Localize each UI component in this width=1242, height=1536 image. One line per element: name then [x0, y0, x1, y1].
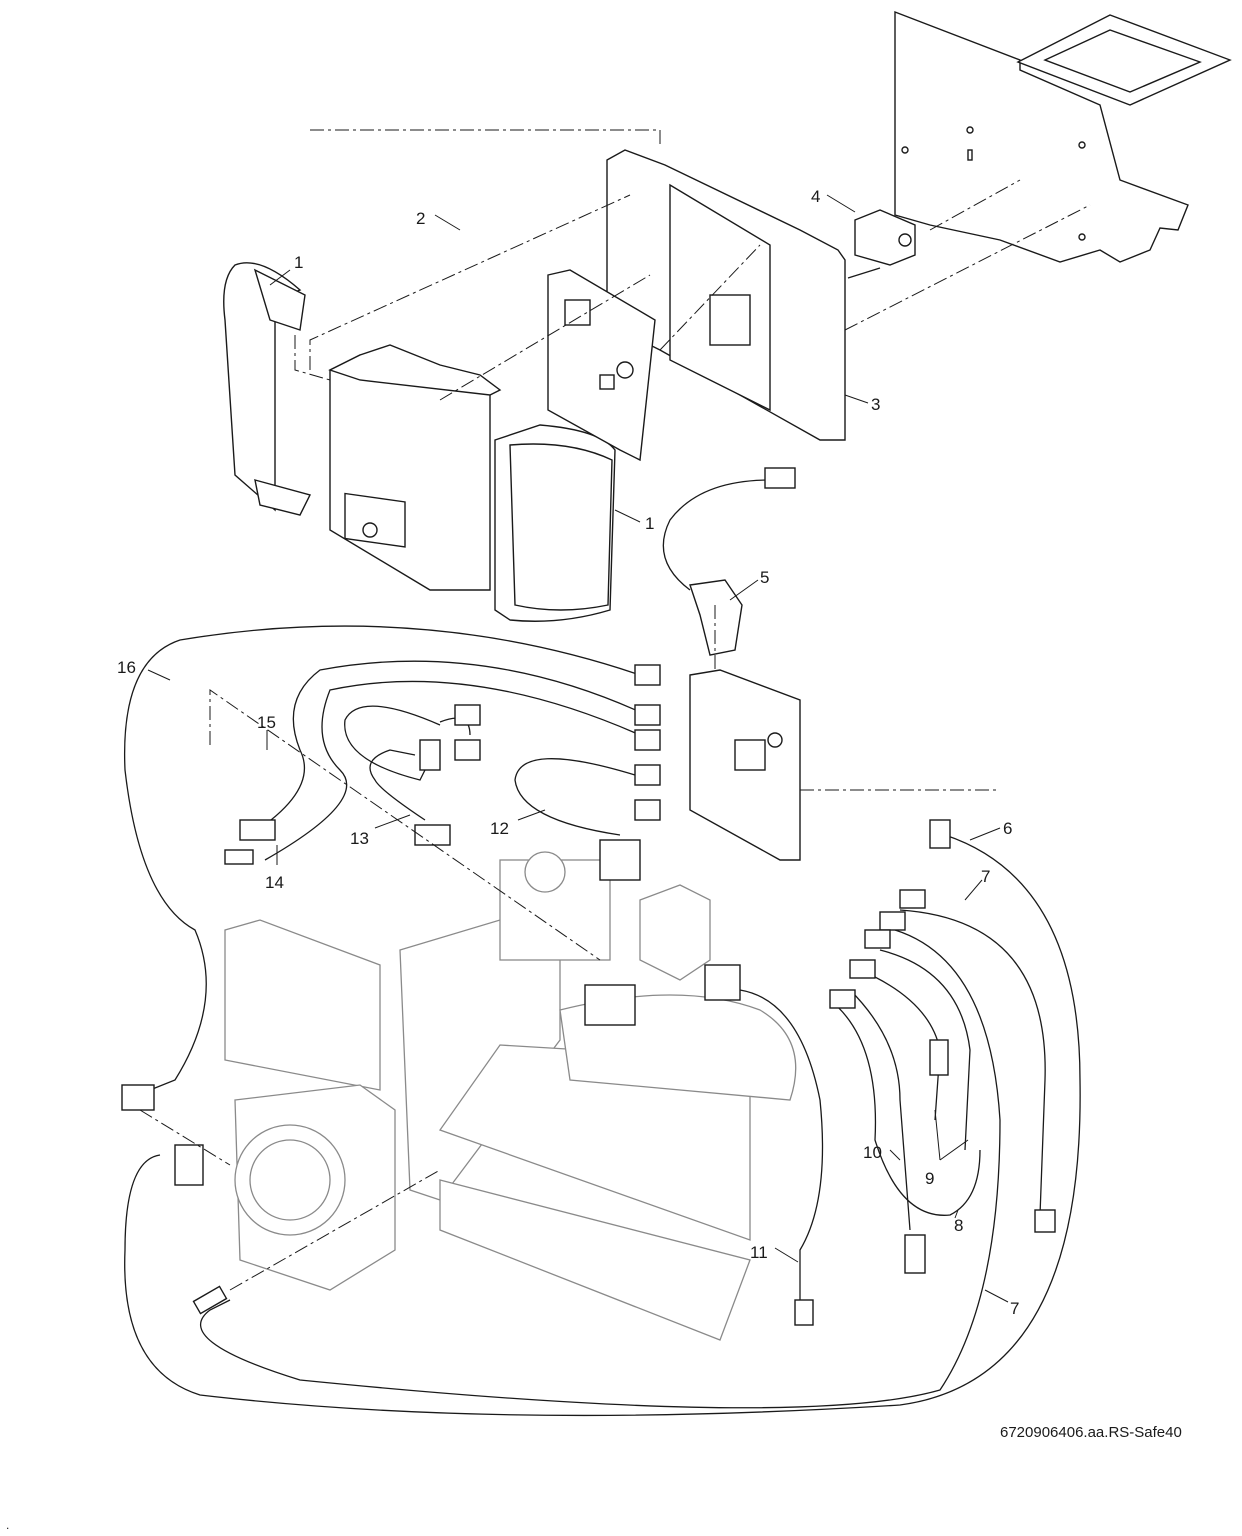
corner-mark: .: [6, 1518, 10, 1532]
part-4-holder: [847, 209, 916, 279]
callout-12: 12: [490, 819, 509, 838]
control-module: [689, 669, 801, 861]
callout-1-b: 1: [645, 514, 654, 533]
callout-11: 11: [750, 1243, 768, 1262]
callout-3: 3: [871, 395, 880, 414]
control-board: [547, 269, 656, 462]
callout-14: 14: [265, 873, 284, 892]
callout-9: 9: [925, 1169, 934, 1188]
callout-6: 6: [1003, 819, 1012, 838]
mounting-plate: [894, 10, 1232, 263]
cable-harnesses: [121, 625, 1081, 1417]
callout-15: 15: [257, 713, 276, 732]
callout-7-a: 7: [981, 867, 990, 886]
callout-5: 5: [760, 568, 769, 587]
callouts: 1 2 3 4 5 1 16 15 13 12 14 6 7 10 9 8 11…: [117, 187, 1019, 1318]
callout-1-a: 1: [294, 253, 303, 272]
housing-part-2: [328, 344, 502, 591]
assembly-lines: [139, 129, 1091, 1291]
callout-8: 8: [954, 1216, 963, 1235]
cover-part-1-left: [223, 262, 312, 516]
figure-caption: 6720906406.aa.RS-Safe40: [1000, 1424, 1182, 1441]
part-5-cable: [662, 467, 796, 656]
callout-4: 4: [811, 187, 820, 206]
cover-part-1-right: [494, 424, 616, 622]
callout-13: 13: [350, 829, 369, 848]
callout-10: 10: [863, 1143, 882, 1162]
callout-2: 2: [416, 209, 425, 228]
callout-16: 16: [117, 658, 136, 677]
callout-7-b: 7: [1010, 1299, 1019, 1318]
burner-assembly: [224, 851, 797, 1341]
base-part-3: [606, 149, 846, 441]
